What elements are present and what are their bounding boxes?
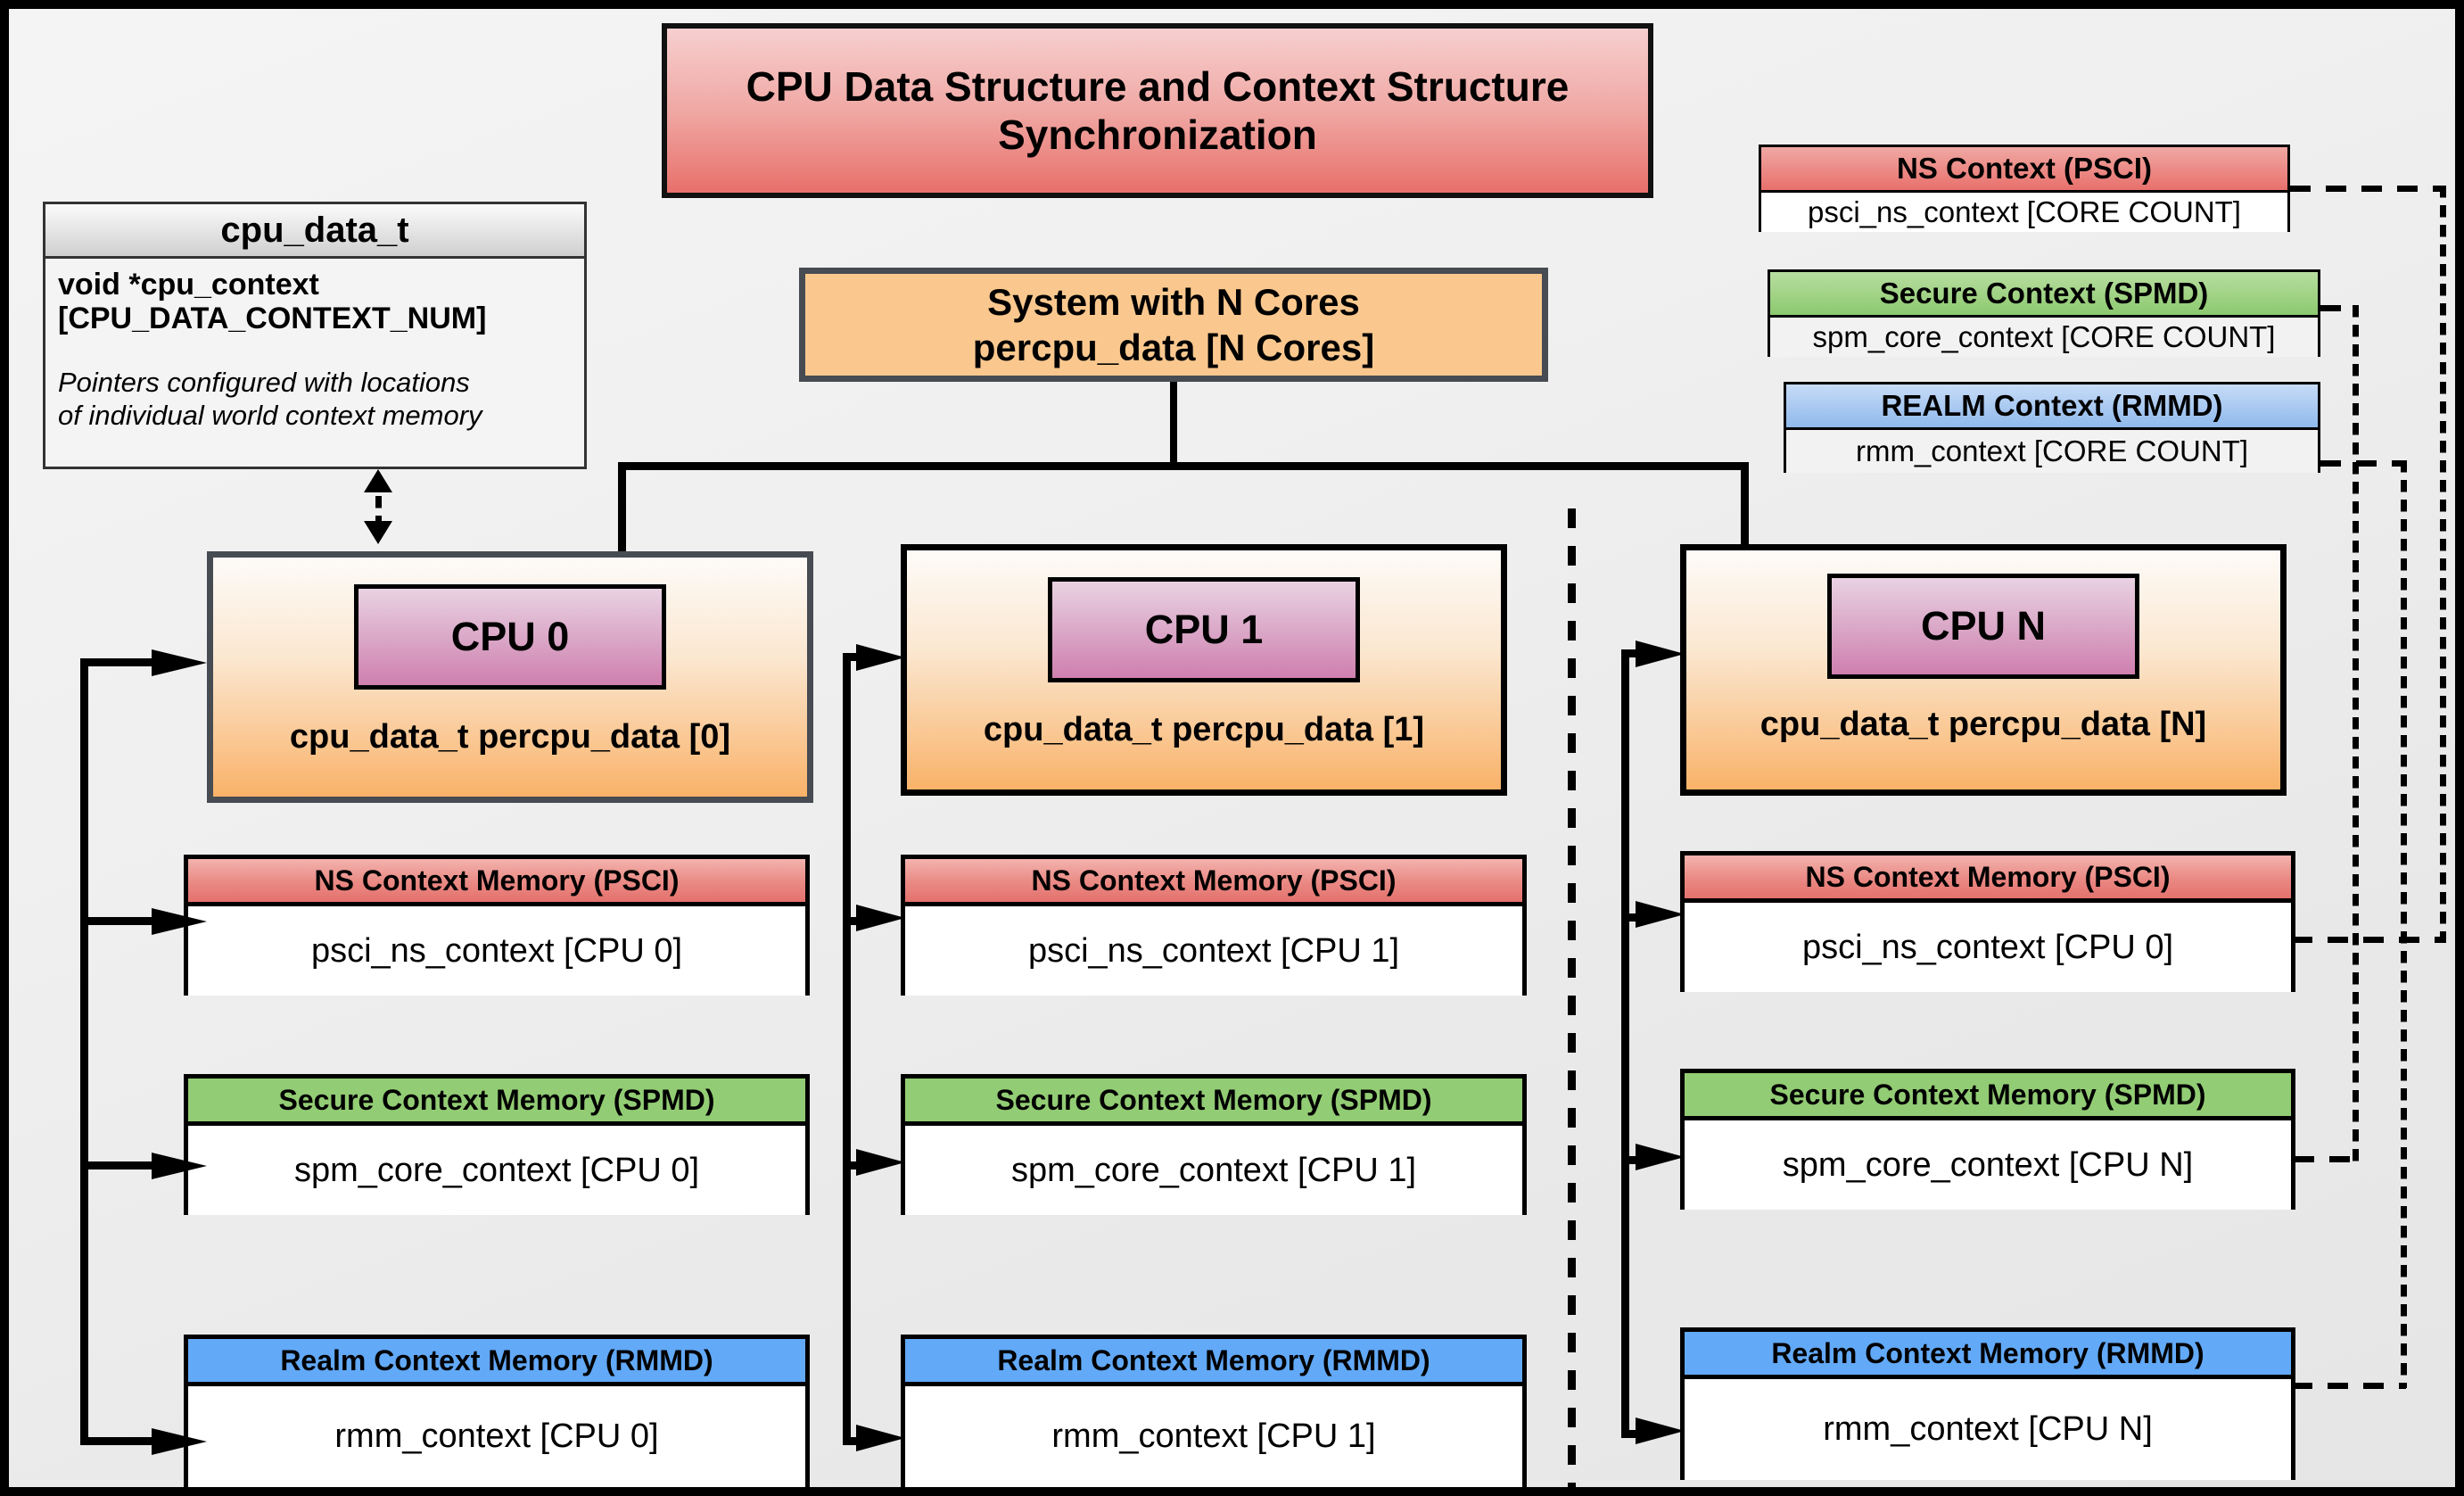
- context-box-1-ns[interactable]: NS Context Memory (PSCI) psci_ns_context…: [901, 855, 1527, 996]
- legend-ns-dash-vertical: [2440, 186, 2446, 942]
- diagram-canvas: CPU Data Structure and Context Structure…: [9, 9, 2455, 1487]
- cpu-sub-n: cpu_data_t percpu_data [N]: [1759, 706, 2207, 743]
- cpu-sub-1: cpu_data_t percpu_data [1]: [983, 711, 1425, 748]
- legend-realm-header: REALM Context (RMMD): [1786, 384, 2318, 430]
- bus-arrowheads-0: [152, 649, 207, 1455]
- legend-box-realm: REALM Context (RMMD) rmm_context [CORE C…: [1784, 382, 2320, 473]
- bus-branch-0-card: [80, 658, 169, 666]
- bus-branch-0-ns: [80, 917, 169, 925]
- tree-drop-right: [1741, 462, 1749, 562]
- context-box-0-realm[interactable]: Realm Context Memory (RMMD) rmm_context …: [184, 1335, 810, 1487]
- title-line-2: Synchronization: [998, 112, 1317, 158]
- legend-realm-value: rmm_context [CORE COUNT]: [1786, 430, 2318, 473]
- context-value-0-realm: rmm_context [CPU 0]: [188, 1386, 805, 1487]
- legend-secure-header: Secure Context (SPMD): [1770, 272, 2318, 318]
- struct-field-line-1: void *cpu_context: [58, 268, 319, 302]
- system-line-1: System with N Cores: [987, 280, 1360, 323]
- context-value-n-ns: psci_ns_context [CPU 0]: [1685, 903, 2291, 992]
- bus-branch-0-realm: [80, 1437, 169, 1445]
- legend-secure-dash-out: [2320, 305, 2358, 311]
- legend-ns-header: NS Context (PSCI): [1761, 147, 2287, 193]
- context-box-n-ns[interactable]: NS Context Memory (PSCI) psci_ns_context…: [1680, 851, 2295, 992]
- legend-secure-dash-vertical: [2353, 305, 2359, 1161]
- context-value-0-secure: spm_core_context [CPU 0]: [188, 1126, 805, 1215]
- context-header-0-realm: Realm Context Memory (RMMD): [188, 1339, 805, 1386]
- column-divider: [1568, 508, 1576, 1487]
- struct-link-arrowheads: [364, 469, 392, 544]
- struct-header: cpu_data_t: [45, 204, 584, 259]
- legend-realm-dash-out: [2320, 460, 2406, 467]
- context-box-0-secure[interactable]: Secure Context Memory (SPMD) spm_core_co…: [184, 1074, 810, 1215]
- context-value-1-ns: psci_ns_context [CPU 1]: [905, 906, 1522, 996]
- bus-vertical-1: [843, 653, 851, 1445]
- bus-vertical-0: [80, 658, 88, 1445]
- context-header-n-ns: NS Context Memory (PSCI): [1685, 855, 2291, 903]
- legend-ns-dash-in: [2292, 937, 2446, 943]
- cpu-badge-n: CPU N: [1827, 574, 2139, 679]
- cpu-data-t-struct-box: cpu_data_t void *cpu_context [CPU_DATA_C…: [43, 202, 587, 469]
- system-line-2: percpu_data [N Cores]: [972, 326, 1375, 368]
- legend-realm-dash-in: [2292, 1383, 2406, 1389]
- context-value-n-secure: spm_core_context [CPU N]: [1685, 1120, 2291, 1210]
- legend-ns-value: psci_ns_context [CORE COUNT]: [1761, 193, 2287, 232]
- context-value-0-ns: psci_ns_context [CPU 0]: [188, 906, 805, 996]
- context-header-1-secure: Secure Context Memory (SPMD): [905, 1079, 1522, 1126]
- title-line-1: CPU Data Structure and Context Structure: [746, 62, 1570, 110]
- context-box-1-realm[interactable]: Realm Context Memory (RMMD) rmm_context …: [901, 1335, 1527, 1487]
- context-header-0-secure: Secure Context Memory (SPMD): [188, 1079, 805, 1126]
- context-header-1-realm: Realm Context Memory (RMMD): [905, 1339, 1522, 1386]
- cpu-badge-0: CPU 0: [354, 584, 666, 690]
- cpu-card-1[interactable]: CPU 1 cpu_data_t percpu_data [1]: [901, 544, 1507, 796]
- context-header-0-ns: NS Context Memory (PSCI): [188, 859, 805, 906]
- context-value-1-secure: spm_core_context [CPU 1]: [905, 1126, 1522, 1215]
- diagram-title: CPU Data Structure and Context Structure…: [662, 23, 1653, 198]
- system-box: System with N Cores percpu_data [N Cores…: [799, 268, 1548, 382]
- legend-realm-dash-vertical: [2401, 460, 2407, 1388]
- struct-to-cpu0-dashed-line: [375, 476, 382, 535]
- struct-field-line-2: [CPU_DATA_CONTEXT_NUM]: [58, 302, 487, 336]
- legend-secure-dash-in: [2294, 1156, 2358, 1162]
- bus-branch-0-secure: [80, 1161, 169, 1170]
- legend-ns-dash-out: [2290, 186, 2446, 192]
- cpu-sub-0: cpu_data_t percpu_data [0]: [289, 718, 731, 756]
- cpu-badge-1: CPU 1: [1048, 577, 1360, 682]
- bus-arrowheads-n: [1636, 641, 1685, 1444]
- legend-box-secure: Secure Context (SPMD) spm_core_context […: [1768, 269, 2320, 357]
- context-header-n-realm: Realm Context Memory (RMMD): [1685, 1332, 2291, 1379]
- context-box-0-ns[interactable]: NS Context Memory (PSCI) psci_ns_context…: [184, 855, 810, 996]
- context-box-1-secure[interactable]: Secure Context Memory (SPMD) spm_core_co…: [901, 1074, 1527, 1215]
- context-value-1-realm: rmm_context [CPU 1]: [905, 1386, 1522, 1487]
- bus-arrowheads-1: [856, 644, 905, 1451]
- tree-bar: [618, 462, 1749, 470]
- tree-drop-left: [618, 462, 626, 562]
- cpu-card-n[interactable]: CPU N cpu_data_t percpu_data [N]: [1680, 544, 2287, 796]
- struct-note-line-1: Pointers configured with locations: [58, 367, 470, 399]
- legend-secure-value: spm_core_context [CORE COUNT]: [1770, 318, 2318, 357]
- context-value-n-realm: rmm_context [CPU N]: [1685, 1379, 2291, 1480]
- cpu-card-0[interactable]: CPU 0 cpu_data_t percpu_data [0]: [207, 551, 813, 803]
- context-box-n-secure[interactable]: Secure Context Memory (SPMD) spm_core_co…: [1680, 1069, 2295, 1210]
- context-box-n-realm[interactable]: Realm Context Memory (RMMD) rmm_context …: [1680, 1327, 2295, 1480]
- bus-vertical-n: [1621, 649, 1629, 1438]
- legend-box-ns: NS Context (PSCI) psci_ns_context [CORE …: [1759, 145, 2290, 232]
- context-header-n-secure: Secure Context Memory (SPMD): [1685, 1073, 2291, 1120]
- struct-note-line-2: of individual world context memory: [58, 400, 482, 432]
- tree-stem: [1170, 382, 1177, 467]
- context-header-1-ns: NS Context Memory (PSCI): [905, 859, 1522, 906]
